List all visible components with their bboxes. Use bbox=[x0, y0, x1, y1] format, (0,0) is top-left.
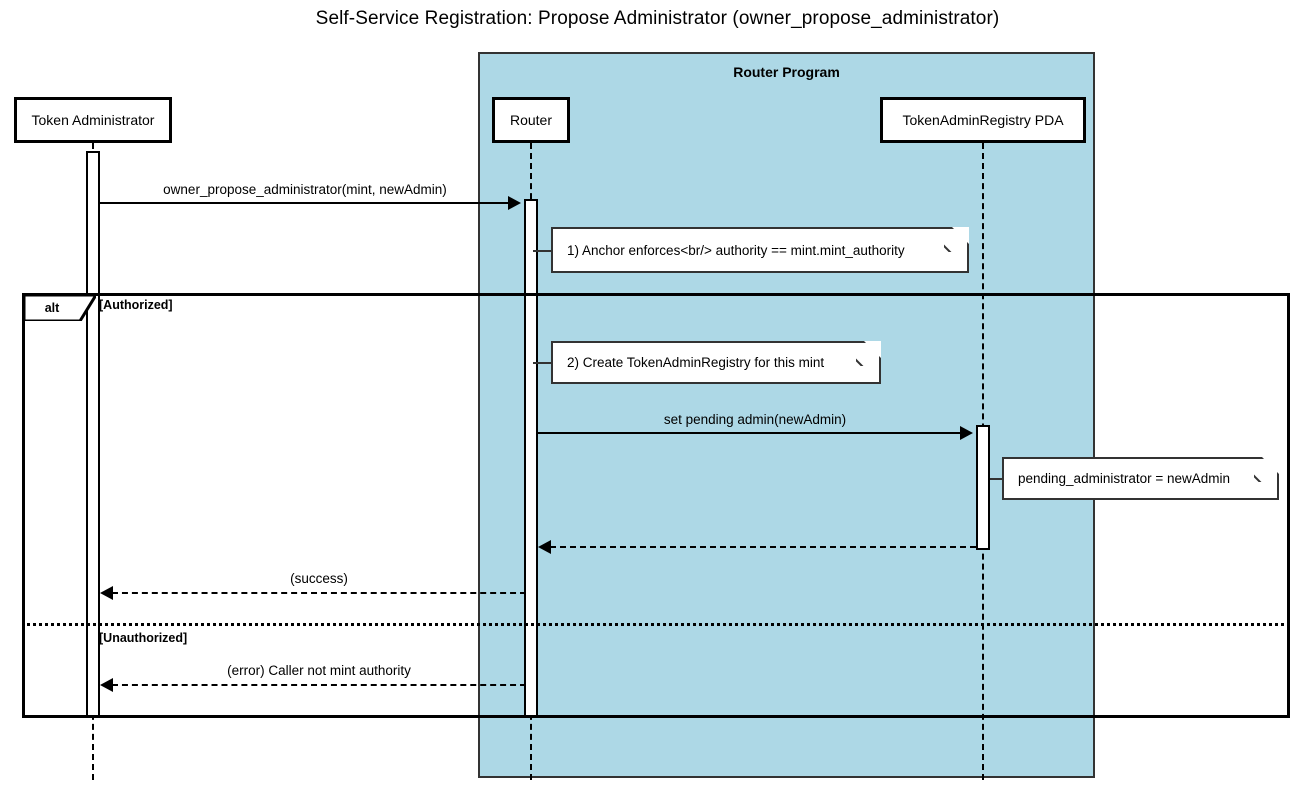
message-arrowhead-error-not-mint-authority bbox=[100, 678, 113, 692]
note-text-create-token-admin-registry: 2) Create TokenAdminRegistry for this mi… bbox=[567, 355, 825, 370]
message-line-success bbox=[112, 592, 526, 594]
fragment-operator-tag: alt bbox=[24, 295, 96, 321]
participant-token-admin-registry-pda[interactable]: TokenAdminRegistry PDA bbox=[880, 97, 1086, 143]
note-anchor-enforces: 1) Anchor enforces<br/> authority == min… bbox=[551, 227, 969, 273]
message-label-owner-propose-administrator: owner_propose_administrator(mint, newAdm… bbox=[163, 182, 447, 197]
message-label-set-pending-admin: set pending admin(newAdmin) bbox=[663, 412, 847, 427]
participant-label-token-admin-registry-pda: TokenAdminRegistry PDA bbox=[902, 112, 1064, 128]
fragment-operator-tag-shape bbox=[24, 295, 96, 321]
note-fold-edge-icon bbox=[1254, 458, 1278, 482]
activation-bar-token-admin-registry-pda bbox=[976, 425, 990, 550]
participant-label-router: Router bbox=[509, 112, 553, 128]
fragment-guard-authorized: [Authorized] bbox=[99, 298, 173, 312]
note-text-anchor-enforces: 1) Anchor enforces<br/> authority == min… bbox=[567, 242, 905, 258]
group-label-router-program: Router Program bbox=[733, 64, 840, 80]
note-connector-create-registry bbox=[533, 362, 552, 364]
fragment-operator-label: alt bbox=[44, 301, 60, 315]
note-pending-administrator: pending_administrator = newAdmin bbox=[1002, 457, 1279, 500]
message-arrowhead-pda-return bbox=[538, 540, 551, 554]
message-arrowhead-owner-propose-administrator bbox=[508, 196, 521, 210]
fragment-guard-unauthorized: [Unauthorized] bbox=[99, 631, 188, 645]
message-line-set-pending-admin bbox=[538, 432, 962, 434]
diagram-title: Self-Service Registration: Propose Admin… bbox=[315, 8, 1000, 29]
note-fold-edge-icon bbox=[944, 228, 968, 252]
message-arrowhead-set-pending-admin bbox=[960, 426, 973, 440]
note-text-pending-administrator: pending_administrator = newAdmin bbox=[1018, 471, 1230, 486]
participant-router[interactable]: Router bbox=[492, 97, 570, 143]
note-connector-pending-administrator bbox=[990, 478, 1007, 480]
message-label-error-not-mint-authority: (error) Caller not mint authority bbox=[227, 663, 411, 678]
note-connector-anchor-enforces bbox=[533, 250, 552, 252]
participant-token-administrator[interactable]: Token Administrator bbox=[14, 97, 172, 143]
message-line-owner-propose-administrator bbox=[100, 202, 510, 204]
fragment-divider bbox=[22, 623, 1290, 626]
message-arrowhead-success bbox=[100, 586, 113, 600]
note-create-token-admin-registry: 2) Create TokenAdminRegistry for this mi… bbox=[551, 341, 881, 384]
message-line-pda-return bbox=[550, 546, 976, 548]
message-label-success: (success) bbox=[290, 571, 348, 586]
participant-label-token-administrator: Token Administrator bbox=[31, 112, 155, 128]
group-box-router-program bbox=[478, 52, 1095, 778]
combined-fragment-alt bbox=[22, 293, 1290, 718]
note-fold-edge-icon bbox=[856, 342, 880, 366]
message-line-error-not-mint-authority bbox=[112, 684, 526, 686]
